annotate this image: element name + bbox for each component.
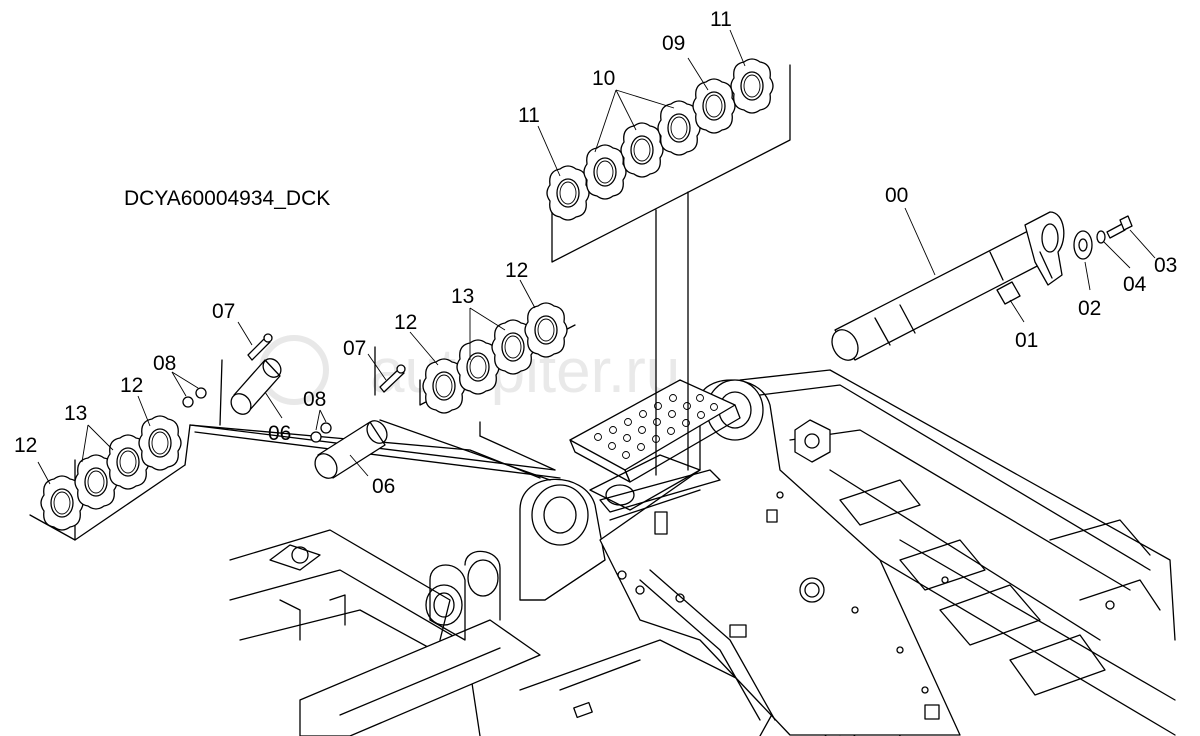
step-holes bbox=[594, 394, 718, 459]
callout-13-mid: 13 bbox=[451, 285, 474, 308]
bolt-07-left bbox=[247, 333, 273, 361]
callout-02: 02 bbox=[1078, 297, 1101, 320]
callout-09: 09 bbox=[662, 32, 685, 55]
callout-12-mid-right: 12 bbox=[505, 259, 528, 282]
spring-washer-04 bbox=[1096, 230, 1106, 244]
diagram-code: DCYA60004934_DCK bbox=[124, 187, 330, 210]
callout-11-right: 11 bbox=[710, 8, 732, 31]
leader-lines bbox=[37, 29, 1156, 485]
pin-06-left bbox=[230, 358, 282, 415]
lock-plate-01 bbox=[996, 281, 1021, 305]
callout-12-left-left: 12 bbox=[14, 434, 37, 457]
shim-stack-top bbox=[546, 58, 774, 221]
callout-07-right: 07 bbox=[343, 337, 366, 360]
callout-01: 01 bbox=[1015, 329, 1038, 352]
callout-10: 10 bbox=[592, 67, 615, 90]
callout-06-left: 06 bbox=[268, 422, 291, 445]
callout-04: 04 bbox=[1123, 273, 1147, 296]
callout-08-left: 08 bbox=[153, 352, 176, 375]
callout-11-left: 11 bbox=[518, 104, 540, 127]
washer-02 bbox=[1073, 230, 1093, 260]
bolt-03 bbox=[1106, 215, 1133, 239]
callouts: 11 09 10 11 00 03 04 02 01 12 13 12 07 0… bbox=[14, 8, 1177, 498]
main-pin bbox=[831, 211, 1065, 361]
shim-stack-left bbox=[40, 415, 182, 531]
callout-12-left-right: 12 bbox=[120, 374, 143, 397]
callout-13-left: 13 bbox=[64, 402, 87, 425]
bolt-07-right bbox=[379, 364, 406, 393]
callout-08-right: 08 bbox=[303, 388, 326, 411]
callout-07-left: 07 bbox=[212, 300, 235, 323]
callout-00: 00 bbox=[885, 184, 908, 207]
machine-frame bbox=[189, 369, 1176, 736]
callout-06-right: 06 bbox=[372, 475, 395, 498]
nut-08-left bbox=[182, 387, 207, 408]
pin-06-right bbox=[314, 420, 388, 479]
callout-12-mid-left: 12 bbox=[394, 311, 417, 334]
nut-08-right bbox=[310, 422, 332, 443]
callout-03: 03 bbox=[1154, 254, 1177, 277]
